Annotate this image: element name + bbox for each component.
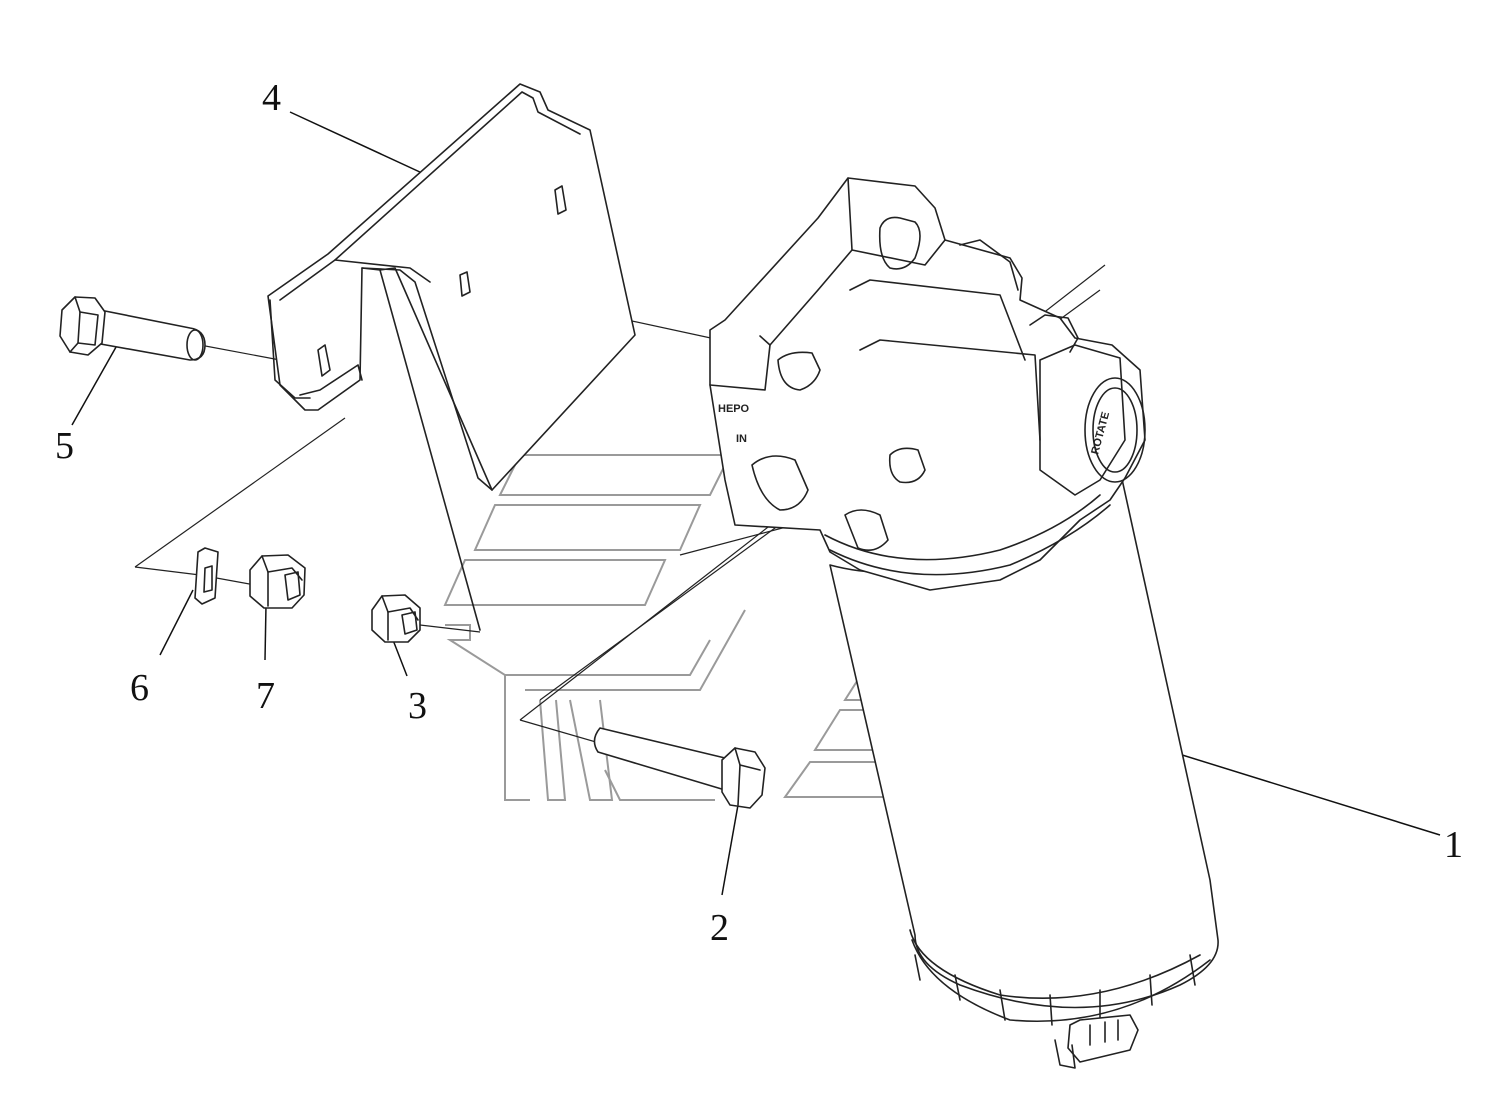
part-7-nut <box>249 554 306 609</box>
callout-labels: 4 5 6 7 3 2 1 <box>55 77 1463 949</box>
callout-2: 2 <box>710 907 729 949</box>
part-6-washer <box>194 547 219 605</box>
callout-7: 7 <box>256 675 275 717</box>
head-marking-hepo: НЕРО <box>718 403 749 415</box>
part-5-bolt <box>59 296 206 361</box>
part-2-stud <box>593 727 766 809</box>
part-4-bracket <box>267 83 636 631</box>
callout-4: 4 <box>262 77 281 119</box>
callout-3: 3 <box>408 685 427 727</box>
callout-5: 5 <box>55 425 74 467</box>
head-marking-in: IN <box>736 433 747 445</box>
part-1-filter-canister <box>829 469 1219 1069</box>
callout-6: 6 <box>130 667 149 709</box>
part-3-nut <box>371 594 421 643</box>
part-1-filter-head: НЕРО IN ROTATE <box>709 177 1146 591</box>
callout-1: 1 <box>1444 824 1463 866</box>
